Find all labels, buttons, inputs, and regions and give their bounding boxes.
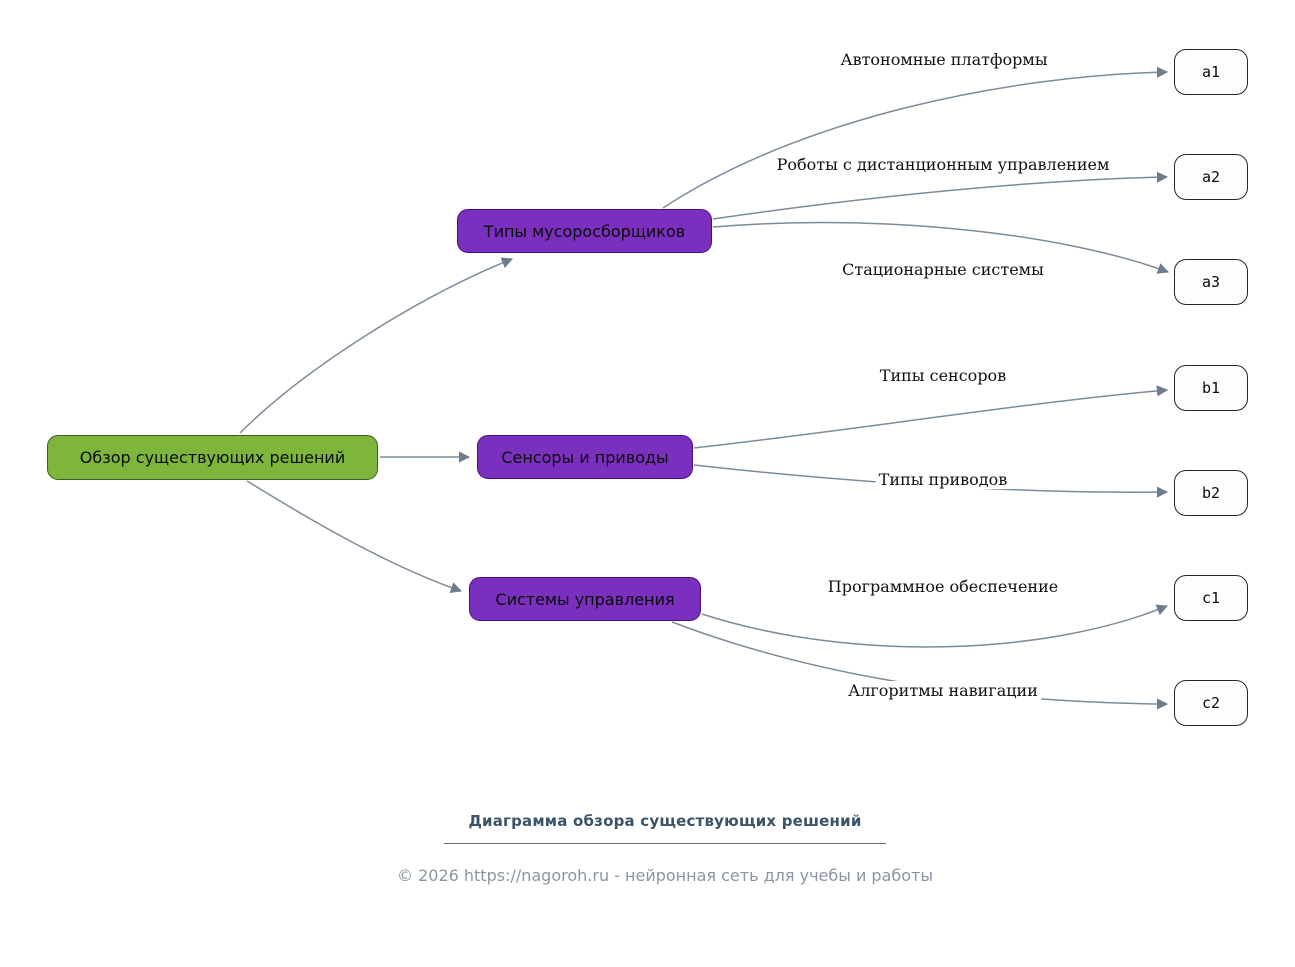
leaf-label-a2: a2	[1201, 168, 1221, 186]
leaf-label-c1: c1	[1201, 589, 1221, 607]
leaf-label-b1: b1	[1201, 379, 1221, 397]
diagram-title: Диаграмма обзора существующих решений	[468, 812, 862, 830]
leaf-label-b2: b2	[1201, 484, 1221, 502]
edge-label-a2: Роботы с дистанционным управлением	[773, 155, 1113, 174]
edge-label-b2: Типы приводов	[875, 470, 1011, 489]
leaf-label-a3: a3	[1201, 273, 1221, 291]
edge-label-a3: Стационарные системы	[839, 260, 1047, 279]
node-branch-sensors: Сенсоры и приводы	[477, 435, 693, 479]
node-branch-types: Типы мусоросборщиков	[457, 209, 712, 253]
node-root-label: Обзор существующих решений	[79, 448, 346, 467]
node-branch-sensors-label: Сенсоры и приводы	[501, 447, 669, 467]
edge-root-to-control	[246, 480, 463, 593]
edge-label-c2: Алгоритмы навигации	[845, 681, 1041, 700]
node-leaf-a2: a2	[1174, 154, 1248, 200]
node-leaf-a1: a1	[1174, 49, 1248, 95]
node-branch-control: Системы управления	[469, 577, 701, 621]
leaf-label-c2: c2	[1201, 694, 1221, 712]
node-leaf-a3: a3	[1174, 259, 1248, 305]
node-leaf-b2: b2	[1174, 470, 1248, 516]
edge-control-to-c1	[701, 604, 1169, 648]
node-root: Обзор существующих решений	[47, 435, 378, 480]
footer-divider	[443, 843, 886, 844]
node-leaf-b1: b1	[1174, 365, 1248, 411]
diagram-footer: Диаграмма обзора существующих решений © …	[397, 812, 933, 885]
footer-copyright: © 2026 https://nagoroh.ru - нейронная се…	[396, 866, 934, 885]
edge-types-to-a2	[712, 171, 1169, 220]
edge-types-to-a1	[662, 66, 1169, 209]
edge-label-a1: Автономные платформы	[837, 50, 1051, 69]
edge-root-to-types	[239, 257, 514, 434]
node-branch-control-label: Системы управления	[495, 589, 675, 609]
edge-label-c1: Программное обеспечение	[824, 577, 1062, 596]
node-branch-types-label: Типы мусоросборщиков	[483, 221, 686, 241]
edge-sensors-to-b1	[693, 385, 1169, 449]
node-leaf-c2: c2	[1174, 680, 1248, 726]
node-leaf-c1: c1	[1174, 575, 1248, 621]
leaf-label-a1: a1	[1201, 63, 1221, 81]
edge-label-b1: Типы сенсоров	[876, 366, 1010, 385]
